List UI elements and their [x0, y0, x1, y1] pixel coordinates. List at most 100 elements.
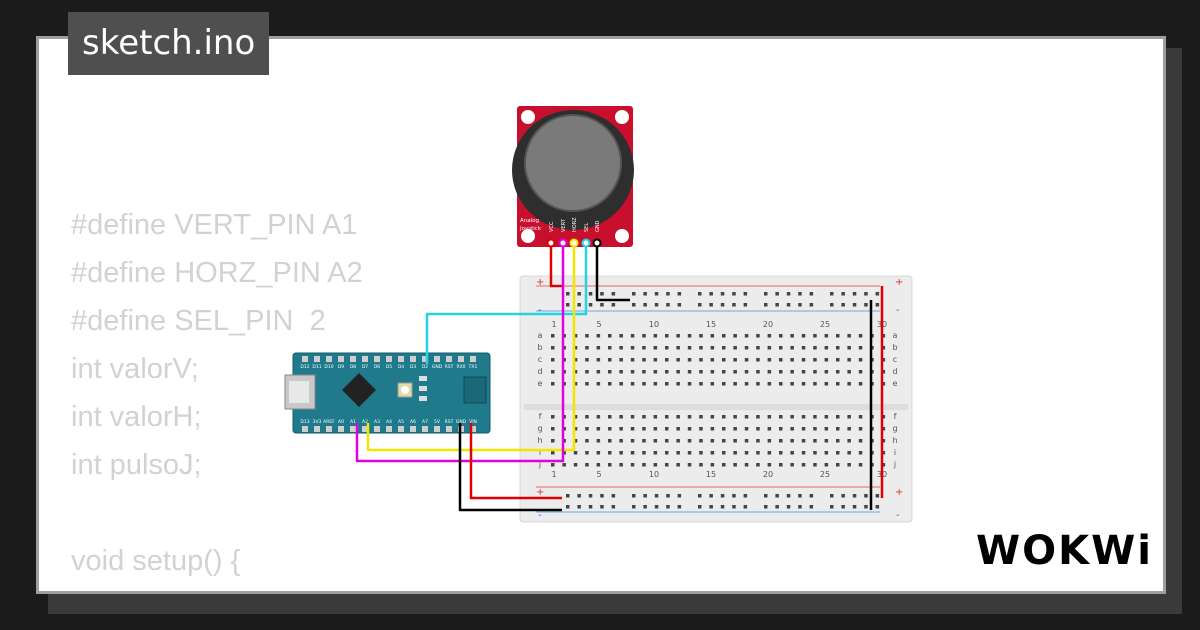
breadboard-hole[interactable]: [733, 451, 737, 455]
breadboard-hole[interactable]: [756, 334, 760, 338]
breadboard-hole[interactable]: [875, 292, 880, 296]
breadboard-hole[interactable]: [722, 415, 726, 419]
breadboard-hole[interactable]: [642, 358, 646, 362]
breadboard-hole[interactable]: [881, 334, 886, 338]
breadboard-hole[interactable]: [630, 346, 635, 350]
breadboard-hole[interactable]: [786, 303, 791, 307]
breadboard-hole[interactable]: [551, 439, 555, 443]
breadboard-hole[interactable]: [790, 382, 794, 386]
wire-vcc[interactable]: [549, 244, 562, 288]
breadboard-hole[interactable]: [743, 303, 748, 307]
breadboard-hole[interactable]: [687, 370, 692, 374]
breadboard-hole[interactable]: [813, 334, 817, 338]
breadboard-hole[interactable]: [577, 494, 581, 498]
breadboard-hole[interactable]: [790, 358, 794, 362]
breadboard-hole[interactable]: [744, 382, 749, 386]
breadboard-hole[interactable]: [790, 346, 794, 350]
joystick-pin-vcc[interactable]: [546, 238, 556, 248]
breadboard-hole[interactable]: [585, 346, 589, 350]
breadboard-hole[interactable]: [798, 303, 802, 307]
breadboard-hole[interactable]: [698, 303, 702, 307]
arduino-pin[interactable]: [386, 426, 392, 432]
breadboard-hole[interactable]: [665, 451, 669, 455]
breadboard-hole[interactable]: [824, 415, 829, 419]
breadboard-hole[interactable]: [608, 334, 612, 338]
breadboard-hole[interactable]: [709, 494, 713, 498]
breadboard-hole[interactable]: [733, 427, 737, 431]
breadboard-hole[interactable]: [677, 505, 682, 509]
breadboard-hole[interactable]: [847, 334, 851, 338]
breadboard-hole[interactable]: [764, 292, 768, 296]
breadboard-hole[interactable]: [619, 439, 623, 443]
breadboard-hole[interactable]: [573, 334, 578, 338]
breadboard-hole[interactable]: [676, 358, 680, 362]
breadboard-hole[interactable]: [801, 382, 806, 386]
breadboard-hole[interactable]: [573, 463, 578, 467]
breadboard-hole[interactable]: [699, 463, 703, 467]
breadboard-hole[interactable]: [654, 303, 659, 307]
breadboard-hole[interactable]: [577, 505, 581, 509]
breadboard-hole[interactable]: [881, 370, 886, 374]
arduino-pin[interactable]: [422, 426, 428, 432]
breadboard-hole[interactable]: [577, 292, 581, 296]
breadboard-hole[interactable]: [841, 292, 845, 296]
breadboard-hole[interactable]: [676, 370, 680, 374]
breadboard-hole[interactable]: [596, 451, 601, 455]
arduino-pin[interactable]: [374, 426, 380, 432]
breadboard-hole[interactable]: [676, 346, 680, 350]
breadboard-hole[interactable]: [643, 303, 647, 307]
arduino-pin[interactable]: [398, 356, 404, 362]
breadboard-hole[interactable]: [551, 346, 555, 350]
arduino-pin[interactable]: [434, 426, 440, 432]
wire-5v[interactable]: [469, 423, 562, 500]
breadboard-hole[interactable]: [611, 505, 616, 509]
breadboard-hole[interactable]: [585, 439, 589, 443]
breadboard-hole[interactable]: [566, 303, 570, 307]
arduino-pin[interactable]: [350, 426, 356, 432]
breadboard-hole[interactable]: [551, 334, 555, 338]
breadboard-hole[interactable]: [836, 334, 840, 338]
breadboard-hole[interactable]: [687, 382, 692, 386]
breadboard-hole[interactable]: [847, 370, 851, 374]
breadboard-hole[interactable]: [699, 370, 703, 374]
breadboard-hole[interactable]: [666, 303, 670, 307]
arduino-pin[interactable]: [470, 356, 476, 362]
breadboard-hole[interactable]: [790, 415, 794, 419]
breadboard-hole[interactable]: [710, 463, 715, 467]
breadboard-hole[interactable]: [801, 334, 806, 338]
breadboard-hole[interactable]: [709, 303, 713, 307]
breadboard-hole[interactable]: [790, 451, 794, 455]
breadboard-hole[interactable]: [585, 451, 589, 455]
breadboard-hole[interactable]: [710, 334, 715, 338]
breadboard-hole[interactable]: [632, 494, 636, 498]
breadboard-hole[interactable]: [588, 292, 593, 296]
breadboard-hole[interactable]: [858, 415, 863, 419]
breadboard-hole[interactable]: [665, 415, 669, 419]
breadboard-hole[interactable]: [813, 439, 817, 443]
breadboard-hole[interactable]: [596, 427, 601, 431]
breadboard-hole[interactable]: [676, 334, 680, 338]
arduino-pin[interactable]: [458, 356, 464, 362]
breadboard-hole[interactable]: [630, 358, 635, 362]
breadboard-hole[interactable]: [743, 505, 748, 509]
joystick-pin-horz[interactable]: [569, 238, 579, 248]
breadboard-hole[interactable]: [630, 382, 635, 386]
breadboard-hole[interactable]: [642, 463, 646, 467]
breadboard-hole[interactable]: [619, 382, 623, 386]
breadboard-hole[interactable]: [611, 303, 616, 307]
breadboard-hole[interactable]: [813, 358, 817, 362]
breadboard-hole[interactable]: [665, 382, 669, 386]
breadboard-hole[interactable]: [881, 427, 886, 431]
breadboard-hole[interactable]: [710, 346, 715, 350]
breadboard-hole[interactable]: [744, 334, 749, 338]
breadboard-hole[interactable]: [858, 451, 863, 455]
arduino-pin[interactable]: [326, 426, 332, 432]
breadboard-hole[interactable]: [852, 494, 857, 498]
breadboard-hole[interactable]: [600, 494, 604, 498]
breadboard-hole[interactable]: [881, 451, 886, 455]
breadboard-hole[interactable]: [577, 303, 581, 307]
breadboard-hole[interactable]: [562, 463, 566, 467]
breadboard-hole[interactable]: [824, 382, 829, 386]
breadboard-hole[interactable]: [710, 427, 715, 431]
breadboard-hole[interactable]: [801, 415, 806, 419]
